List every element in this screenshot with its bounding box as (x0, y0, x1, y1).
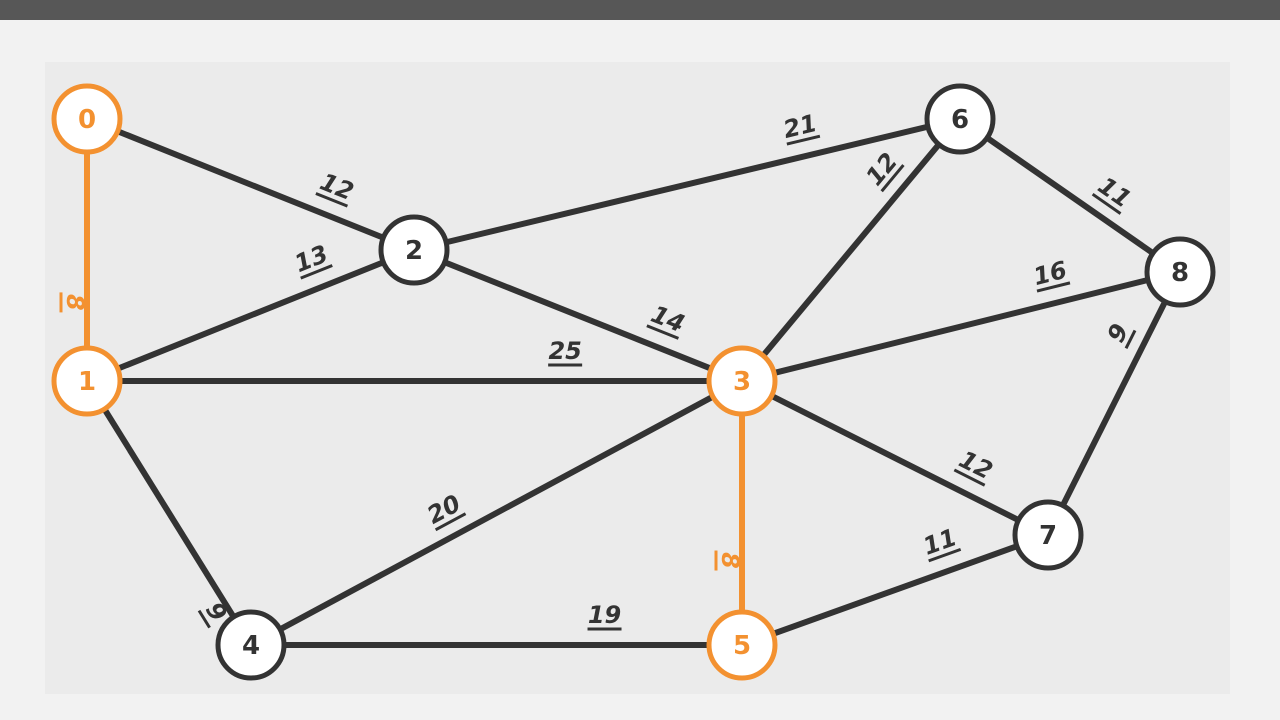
edge-weight-1-3: 25 (548, 337, 583, 367)
edge-weight-underline (953, 468, 986, 487)
edge-7-8 (1045, 270, 1183, 537)
node-label: 7 (1039, 521, 1057, 551)
edge-weight-underline (434, 512, 467, 532)
node-5[interactable]: 5 (706, 609, 778, 681)
top-bar (0, 0, 1280, 20)
edge-weight-underline (880, 164, 905, 193)
edge-weight-text: 19 (588, 601, 621, 629)
node-circle (378, 214, 450, 286)
edge-2-6 (413, 116, 961, 253)
edge-1-4 (84, 379, 254, 647)
edge-weight-underline (928, 547, 962, 563)
node-label: 3 (733, 367, 751, 397)
node-0[interactable]: 0 (51, 83, 123, 155)
node-circle (706, 345, 778, 417)
edge-weight-underline (646, 324, 679, 340)
node-1[interactable]: 1 (51, 345, 123, 417)
edge-weight-underline (300, 264, 333, 280)
node-label: 4 (242, 631, 260, 661)
edge-3-4 (249, 378, 744, 648)
edge-weight-text: 14 (647, 300, 688, 338)
edge-weight-3-4: 20 (423, 489, 467, 532)
edge-weight-3-5: 8 (714, 550, 744, 571)
edge-weight-underline (197, 609, 211, 629)
node-label: 0 (78, 105, 96, 135)
edge-weight-underline (1124, 329, 1137, 349)
node-4[interactable]: 4 (215, 609, 287, 681)
node-circle (1012, 499, 1084, 571)
node-3[interactable]: 3 (706, 345, 778, 417)
edge-weight-3-7: 12 (953, 445, 997, 487)
edge-weight-text: 12 (316, 168, 357, 206)
edge-weight-underline (1036, 281, 1071, 293)
edge-5-7 (740, 532, 1050, 648)
node-circle (51, 83, 123, 155)
edge-weight-0-1: 8 (59, 292, 89, 313)
edge-weight-5-7: 11 (919, 523, 962, 563)
edge-weight-4-5: 19 (587, 601, 622, 631)
node-8[interactable]: 8 (1144, 236, 1216, 308)
node-label: 2 (405, 236, 423, 266)
edge-weight-7-8: 9 (1102, 319, 1137, 349)
edge-weight-underline (315, 192, 348, 208)
node-6[interactable]: 6 (924, 83, 996, 155)
edge-3-6 (739, 117, 963, 383)
node-circle (924, 83, 996, 155)
edge-1-2 (85, 247, 416, 384)
edge-weight-text: 12 (860, 147, 903, 191)
node-circle (51, 345, 123, 417)
node-circle (1144, 236, 1216, 308)
node-label: 1 (78, 367, 96, 397)
edge-6-8 (958, 116, 1182, 275)
edge-weight-0-2: 12 (315, 168, 358, 208)
edge-weight-text: 25 (548, 337, 581, 365)
edge-weight-text: 8 (61, 294, 89, 311)
edge-weight-2-6: 21 (781, 109, 821, 146)
edge-weight-text: 11 (919, 523, 960, 561)
edge-weight-text: 8 (716, 552, 744, 569)
edge-weight-underline (1091, 192, 1122, 215)
node-circle (215, 609, 287, 681)
edge-weight-1-2: 13 (291, 240, 333, 280)
edge-2-3 (412, 247, 744, 384)
edge-weight-3-8: 16 (1031, 256, 1071, 293)
edges-layer (84, 116, 1183, 648)
edge-0-2 (85, 116, 416, 253)
node-7[interactable]: 7 (1012, 499, 1084, 571)
edge-weight-3-6: 12 (860, 147, 905, 193)
node-label: 5 (733, 631, 751, 661)
edge-weight-2-3: 14 (646, 300, 689, 340)
node-circle (706, 609, 778, 681)
node-2[interactable]: 2 (378, 214, 450, 286)
edge-weight-underline (786, 134, 821, 146)
edge-3-7 (740, 378, 1050, 538)
edge-weight-text: 20 (423, 489, 466, 529)
node-label: 8 (1171, 258, 1189, 288)
node-label: 6 (951, 105, 969, 135)
edge-weight-6-8: 11 (1091, 171, 1136, 215)
edge-weight-text: 13 (291, 240, 332, 278)
edge-3-8 (741, 269, 1181, 384)
edge-weight-text: 11 (1093, 171, 1136, 213)
